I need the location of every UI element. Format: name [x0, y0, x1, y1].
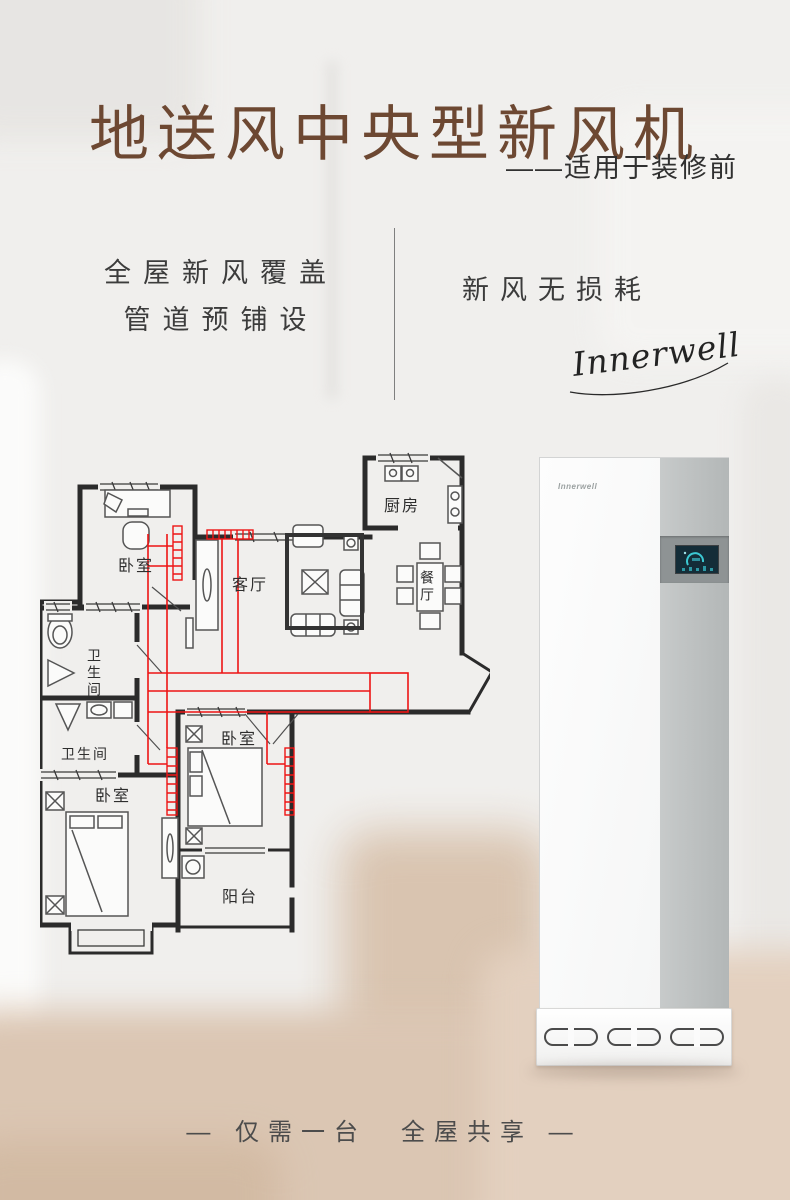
background-wall-seam — [326, 60, 338, 400]
room-label-bedroom-mid: 卧室 — [220, 731, 257, 748]
product-shadow — [528, 1065, 740, 1077]
footer-caption-right: 全屋共享 — — [401, 1119, 582, 1146]
duct-grilles — [166, 525, 295, 816]
product-screen-graphics — [682, 551, 713, 571]
living-rug — [285, 533, 364, 630]
room-label-balcony: 阳台 — [221, 889, 258, 906]
floor-plan: 卧室 客厅 厨房 餐厅 卫生间 卫生间 卧室 卧室 阳台 — [37, 430, 495, 990]
room-label-bath-upper: 卫生间 — [86, 647, 102, 699]
signature-underline — [569, 362, 729, 396]
furniture — [45, 457, 463, 917]
feature-left: 全屋新风覆盖 管道预铺设 — [96, 250, 346, 344]
product-control-band — [660, 536, 729, 583]
brand-signature-text: Innerwell — [569, 330, 738, 384]
background-wall-right — [742, 380, 790, 1000]
wood-floor-near — [0, 1140, 280, 1200]
product-vent-slot — [670, 1027, 724, 1047]
room-label-bedroom-top: 卧室 — [117, 558, 154, 575]
feature-divider — [394, 228, 395, 400]
footer-caption-left: — 仅需一台 — [186, 1119, 367, 1146]
floor-plan-drawing — [37, 452, 495, 955]
product-logo: Innerwell — [558, 482, 598, 491]
product-image: Innerwell — [528, 455, 740, 1080]
product-base — [536, 1008, 732, 1066]
room-label-kitchen: 厨房 — [383, 498, 420, 515]
product-vent-slot — [607, 1027, 661, 1047]
page-title: 地送风中央型新风机 — [89, 101, 701, 169]
background-shade — [0, 0, 200, 140]
page-subtitle: ——适用于装修前 — [506, 153, 738, 183]
room-label-bath-lower: 卫生间 — [61, 746, 109, 762]
feature-right: 新风无损耗 — [462, 275, 652, 305]
footer-caption: — 仅需一台 全屋共享 — — [0, 1112, 768, 1147]
feature-left-line2: 管道预铺设 — [123, 305, 319, 335]
duct-lines — [147, 534, 409, 765]
product-vent-slot — [544, 1027, 598, 1047]
product-screen — [676, 546, 718, 573]
feature-left-line1: 全屋新风覆盖 — [104, 258, 338, 288]
room-label-bedroom-left: 卧室 — [94, 788, 131, 805]
room-label-dining: 餐厅 — [419, 570, 435, 604]
background-wall — [600, 110, 790, 360]
background-door — [0, 360, 40, 1040]
room-label-living: 客厅 — [231, 577, 268, 594]
product-body: Innerwell — [539, 457, 729, 1010]
brand-signature: Innerwell — [569, 330, 738, 396]
